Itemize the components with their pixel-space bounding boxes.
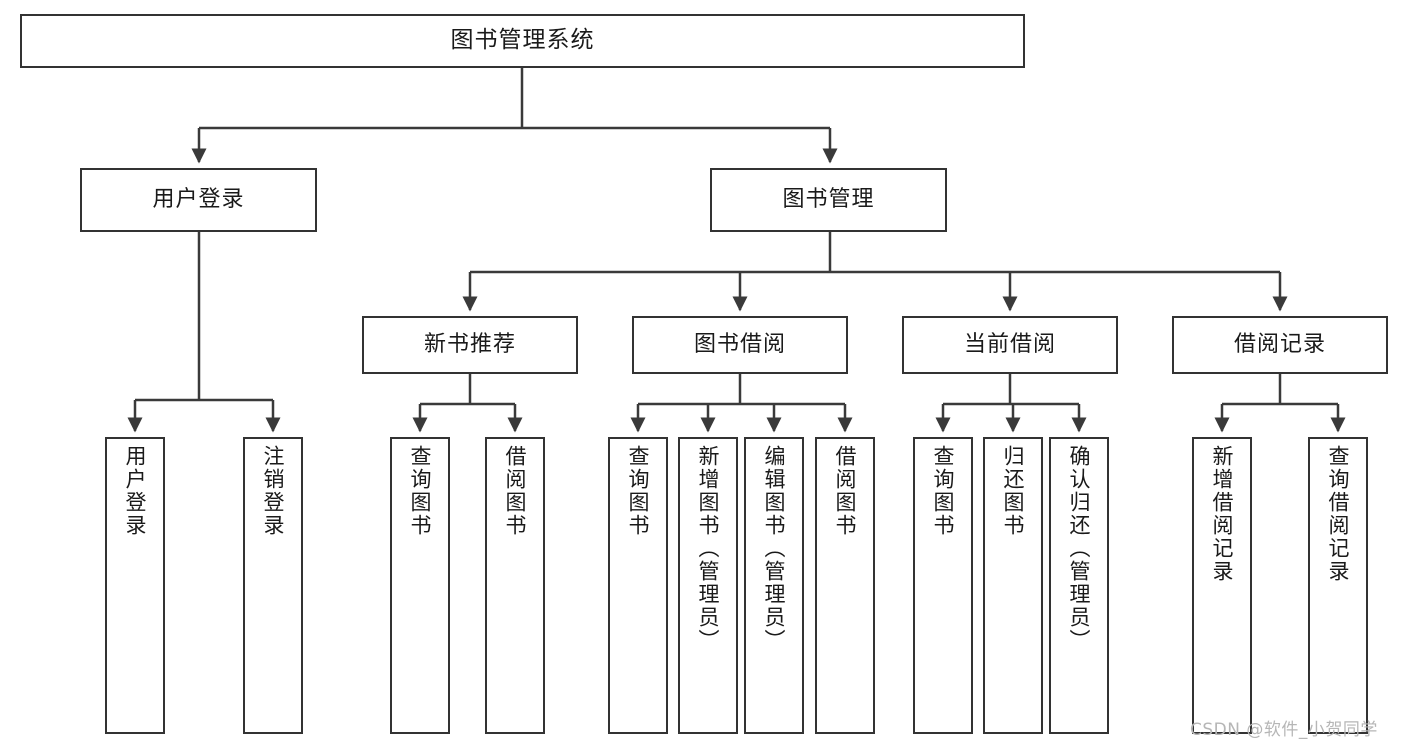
node-book-manage[interactable]: 图书管理 bbox=[710, 168, 947, 232]
node-leaf-query-book-3-label: 查询图书 bbox=[931, 445, 956, 537]
node-leaf-borrow-book-2-label: 借阅图书 bbox=[833, 445, 858, 537]
node-borrow-record-label: 借阅记录 bbox=[1233, 331, 1326, 357]
node-leaf-add-book-label: 新增图书（管理员） bbox=[696, 445, 721, 652]
node-leaf-logout-label: 注销登录 bbox=[261, 445, 286, 537]
node-book-borrow-label: 图书借阅 bbox=[693, 331, 786, 357]
node-leaf-query-book-1[interactable]: 查询图书 bbox=[390, 437, 450, 734]
node-leaf-logout[interactable]: 注销登录 bbox=[243, 437, 303, 734]
node-leaf-user-login[interactable]: 用户登录 bbox=[105, 437, 165, 734]
node-leaf-query-book-2[interactable]: 查询图书 bbox=[608, 437, 668, 734]
node-root-label: 图书管理系统 bbox=[450, 27, 595, 54]
node-book-manage-label: 图书管理 bbox=[782, 186, 875, 212]
node-leaf-add-record[interactable]: 新增借阅记录 bbox=[1192, 437, 1252, 734]
node-current-borrow-label: 当前借阅 bbox=[963, 331, 1056, 357]
node-leaf-borrow-book-2[interactable]: 借阅图书 bbox=[815, 437, 875, 734]
node-leaf-query-book-3[interactable]: 查询图书 bbox=[913, 437, 973, 734]
node-leaf-query-book-2-label: 查询图书 bbox=[626, 445, 651, 537]
node-current-borrow[interactable]: 当前借阅 bbox=[902, 316, 1118, 374]
node-borrow-record[interactable]: 借阅记录 bbox=[1172, 316, 1388, 374]
node-user-login[interactable]: 用户登录 bbox=[80, 168, 317, 232]
node-leaf-return-book[interactable]: 归还图书 bbox=[983, 437, 1043, 734]
node-book-borrow[interactable]: 图书借阅 bbox=[632, 316, 848, 374]
node-leaf-edit-book[interactable]: 编辑图书（管理员） bbox=[744, 437, 804, 734]
csdn-watermark: CSDN @软件_小贺同学 bbox=[1190, 720, 1378, 740]
node-user-login-label: 用户登录 bbox=[152, 186, 245, 212]
node-leaf-query-record-label: 查询借阅记录 bbox=[1326, 445, 1351, 583]
node-leaf-add-record-label: 新增借阅记录 bbox=[1210, 445, 1235, 583]
node-leaf-edit-book-label: 编辑图书（管理员） bbox=[762, 445, 787, 652]
node-leaf-confirm-return-label: 确认归还（管理员） bbox=[1067, 445, 1092, 652]
node-leaf-borrow-book-1[interactable]: 借阅图书 bbox=[485, 437, 545, 734]
node-leaf-query-record[interactable]: 查询借阅记录 bbox=[1308, 437, 1368, 734]
node-root[interactable]: 图书管理系统 bbox=[20, 14, 1025, 68]
node-leaf-return-book-label: 归还图书 bbox=[1001, 445, 1026, 537]
node-leaf-borrow-book-1-label: 借阅图书 bbox=[503, 445, 528, 537]
node-leaf-query-book-1-label: 查询图书 bbox=[408, 445, 433, 537]
node-leaf-confirm-return[interactable]: 确认归还（管理员） bbox=[1049, 437, 1109, 734]
node-new-book-recommend-label: 新书推荐 bbox=[423, 331, 516, 357]
node-leaf-add-book[interactable]: 新增图书（管理员） bbox=[678, 437, 738, 734]
node-leaf-user-login-label: 用户登录 bbox=[123, 445, 148, 537]
node-new-book-recommend[interactable]: 新书推荐 bbox=[362, 316, 578, 374]
